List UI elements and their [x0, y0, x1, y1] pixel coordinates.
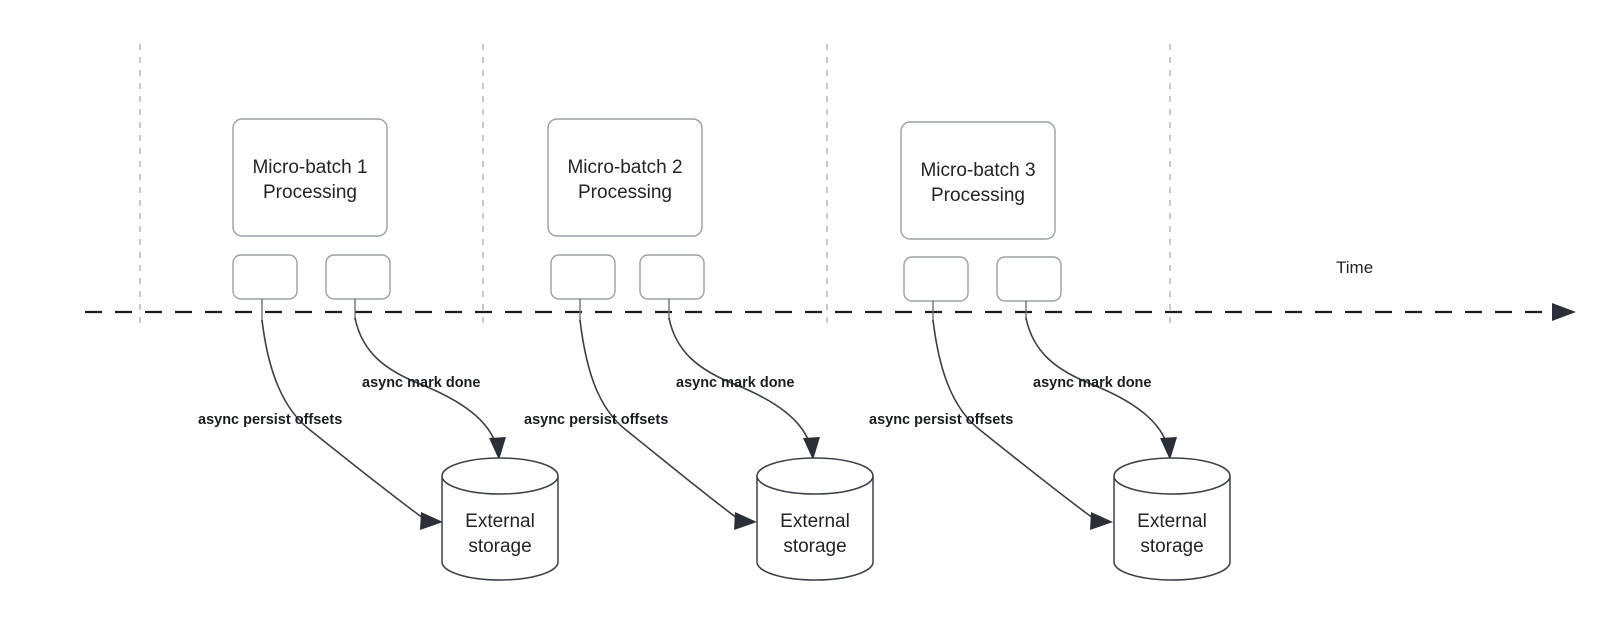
- micro-batch-2-external-storage[interactable]: External storage: [756, 457, 874, 581]
- micro-batch-3-persist-offsets-arrowhead: [1090, 512, 1113, 530]
- micro-batch-2-persist-offsets-edge: [579, 319, 742, 522]
- group-3: Micro-batch 3 Processing async persist o…: [869, 121, 1231, 581]
- timeline-arrowhead: [1552, 303, 1576, 321]
- micro-batch-1-storage-top: [441, 457, 559, 495]
- micro-batch-2-box[interactable]: [547, 118, 703, 237]
- micro-batch-1-mark-done-arrowhead: [489, 437, 506, 460]
- micro-batch-2-persist-offsets-label: async persist offsets: [524, 412, 668, 428]
- micro-batch-2-storage-label-line1: External: [780, 511, 850, 532]
- micro-batch-2-mark-done-arrowhead: [803, 437, 820, 460]
- micro-batch-2-mark-done-label: async mark done: [676, 375, 794, 391]
- micro-batch-1-storage-label-line1: External: [465, 511, 535, 532]
- micro-batch-3-box[interactable]: [900, 121, 1056, 240]
- micro-batch-2-label-line1: Micro-batch 2: [567, 157, 682, 178]
- micro-batch-3-persist-offsets-label: async persist offsets: [869, 412, 1013, 428]
- micro-batch-2-storage-top: [756, 457, 874, 495]
- micro-batch-3-label-line2: Processing: [931, 185, 1025, 206]
- micro-batch-2-mark-done-edge: [668, 317, 812, 449]
- time-axis-label: Time: [1336, 258, 1373, 277]
- micro-batch-3-storage-body: [1113, 476, 1231, 581]
- micro-batch-2-persist-task-box[interactable]: [550, 254, 616, 300]
- micro-batch-1-mark-done-label: async mark done: [362, 375, 480, 391]
- group-2: Micro-batch 2 Processing async persist o…: [524, 118, 874, 581]
- micro-batch-3-markdone-task-box[interactable]: [996, 256, 1062, 302]
- micro-batch-2-storage-label-line2: storage: [783, 536, 846, 557]
- micro-batch-2-label-line2: Processing: [578, 182, 672, 203]
- micro-batch-3-external-storage[interactable]: External storage: [1113, 457, 1231, 581]
- timeline-axis: [85, 303, 1576, 321]
- micro-batch-3-storage-top: [1113, 457, 1231, 495]
- micro-batch-1-persist-offsets-arrowhead: [420, 512, 443, 530]
- guide-lines: [139, 44, 1171, 325]
- micro-batch-1-label-line2: Processing: [263, 182, 357, 203]
- micro-batch-1-box[interactable]: [232, 118, 388, 237]
- micro-batch-1-storage-label-line2: storage: [468, 536, 531, 557]
- micro-batch-1-markdone-task-box[interactable]: [325, 254, 391, 300]
- micro-batch-3-mark-done-arrowhead: [1160, 437, 1177, 460]
- micro-batch-2-storage-body: [756, 476, 874, 581]
- micro-batch-1-external-storage[interactable]: External storage: [441, 457, 559, 581]
- micro-batch-2-markdone-task-box[interactable]: [639, 254, 705, 300]
- micro-batch-1-persist-offsets-edge: [261, 319, 428, 522]
- micro-batch-1-persist-offsets-label: async persist offsets: [198, 412, 342, 428]
- group-1: Micro-batch 1 Processing async persist o…: [198, 118, 559, 581]
- micro-batch-3-persist-task-box[interactable]: [903, 256, 969, 302]
- micro-batch-3-storage-label-line2: storage: [1140, 536, 1203, 557]
- micro-batch-3-mark-done-edge: [1025, 317, 1169, 449]
- micro-batch-1-label-line1: Micro-batch 1: [252, 157, 367, 178]
- micro-batch-1-storage-body: [441, 476, 559, 581]
- micro-batch-3-mark-done-label: async mark done: [1033, 375, 1151, 391]
- micro-batch-3-label-line1: Micro-batch 3: [920, 160, 1035, 181]
- micro-batch-3-storage-label-line1: External: [1137, 511, 1207, 532]
- micro-batch-2-persist-offsets-arrowhead: [734, 512, 757, 530]
- micro-batch-3-persist-offsets-edge: [932, 319, 1098, 522]
- micro-batch-1-mark-done-edge: [354, 317, 498, 449]
- micro-batch-1-persist-task-box[interactable]: [232, 254, 298, 300]
